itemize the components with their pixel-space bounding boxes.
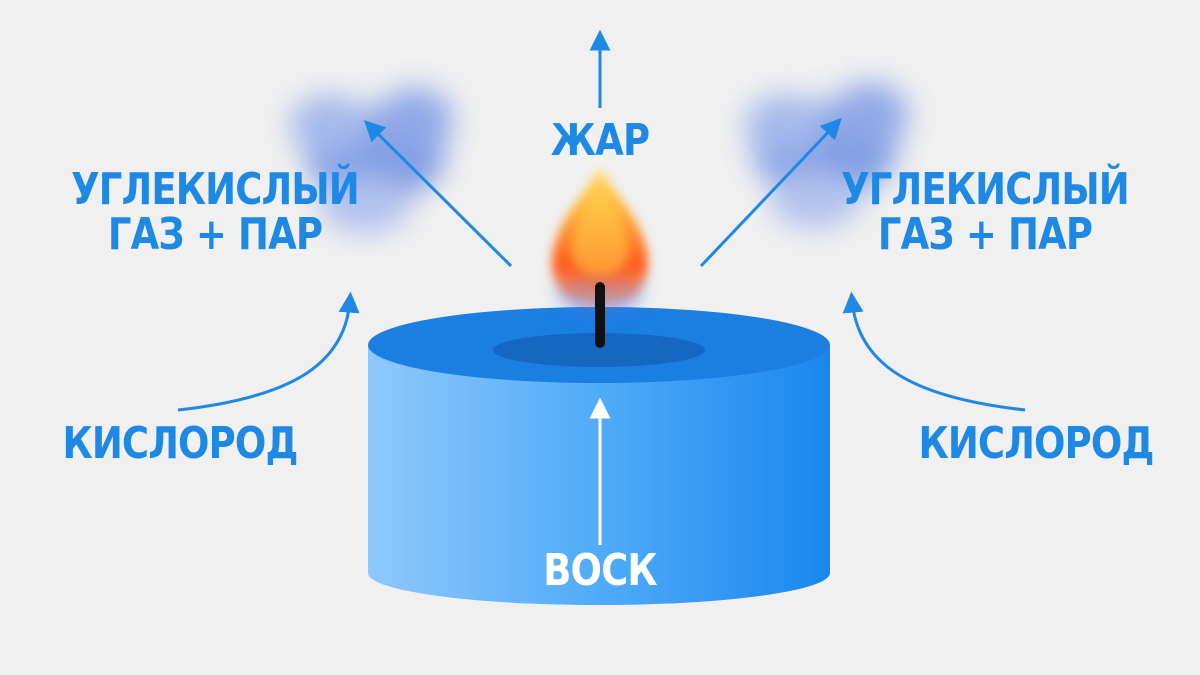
label-co2-right-line1: УГЛЕКИСЛЫЙ — [841, 164, 1130, 215]
label-heat-text: ЖАР — [550, 115, 650, 166]
smoke-cloud-left — [290, 88, 453, 233]
co2-arrow-left — [364, 120, 513, 268]
label-heat: ЖАР — [516, 115, 684, 166]
oxygen-arrow-left — [177, 291, 360, 412]
label-co2-left: УГЛЕКИСЛЫЙ ГАЗ + ПАР — [68, 164, 362, 260]
label-co2-left-line2: ГАЗ + ПАР — [107, 208, 323, 260]
label-wax: ВОСК — [516, 545, 684, 596]
label-oxygen-left: КИСЛОРОД — [62, 418, 298, 469]
label-co2-right: УГЛЕКИСЛЫЙ ГАЗ + ПАР — [838, 164, 1132, 260]
flame — [552, 168, 648, 316]
wax-pool — [493, 333, 705, 367]
co2-arrow-right — [699, 117, 842, 268]
label-oxygen-right: КИСЛОРОД — [918, 418, 1154, 469]
label-co2-right-line2: ГАЗ + ПАР — [877, 208, 1093, 260]
label-oxygen-right-text: КИСЛОРОД — [918, 418, 1154, 469]
oxygen-arrow-right — [842, 291, 1026, 412]
label-co2-left-line1: УГЛЕКИСЛЫЙ — [71, 164, 360, 215]
label-wax-text: ВОСК — [543, 545, 657, 596]
label-oxygen-left-text: КИСЛОРОД — [62, 418, 298, 469]
